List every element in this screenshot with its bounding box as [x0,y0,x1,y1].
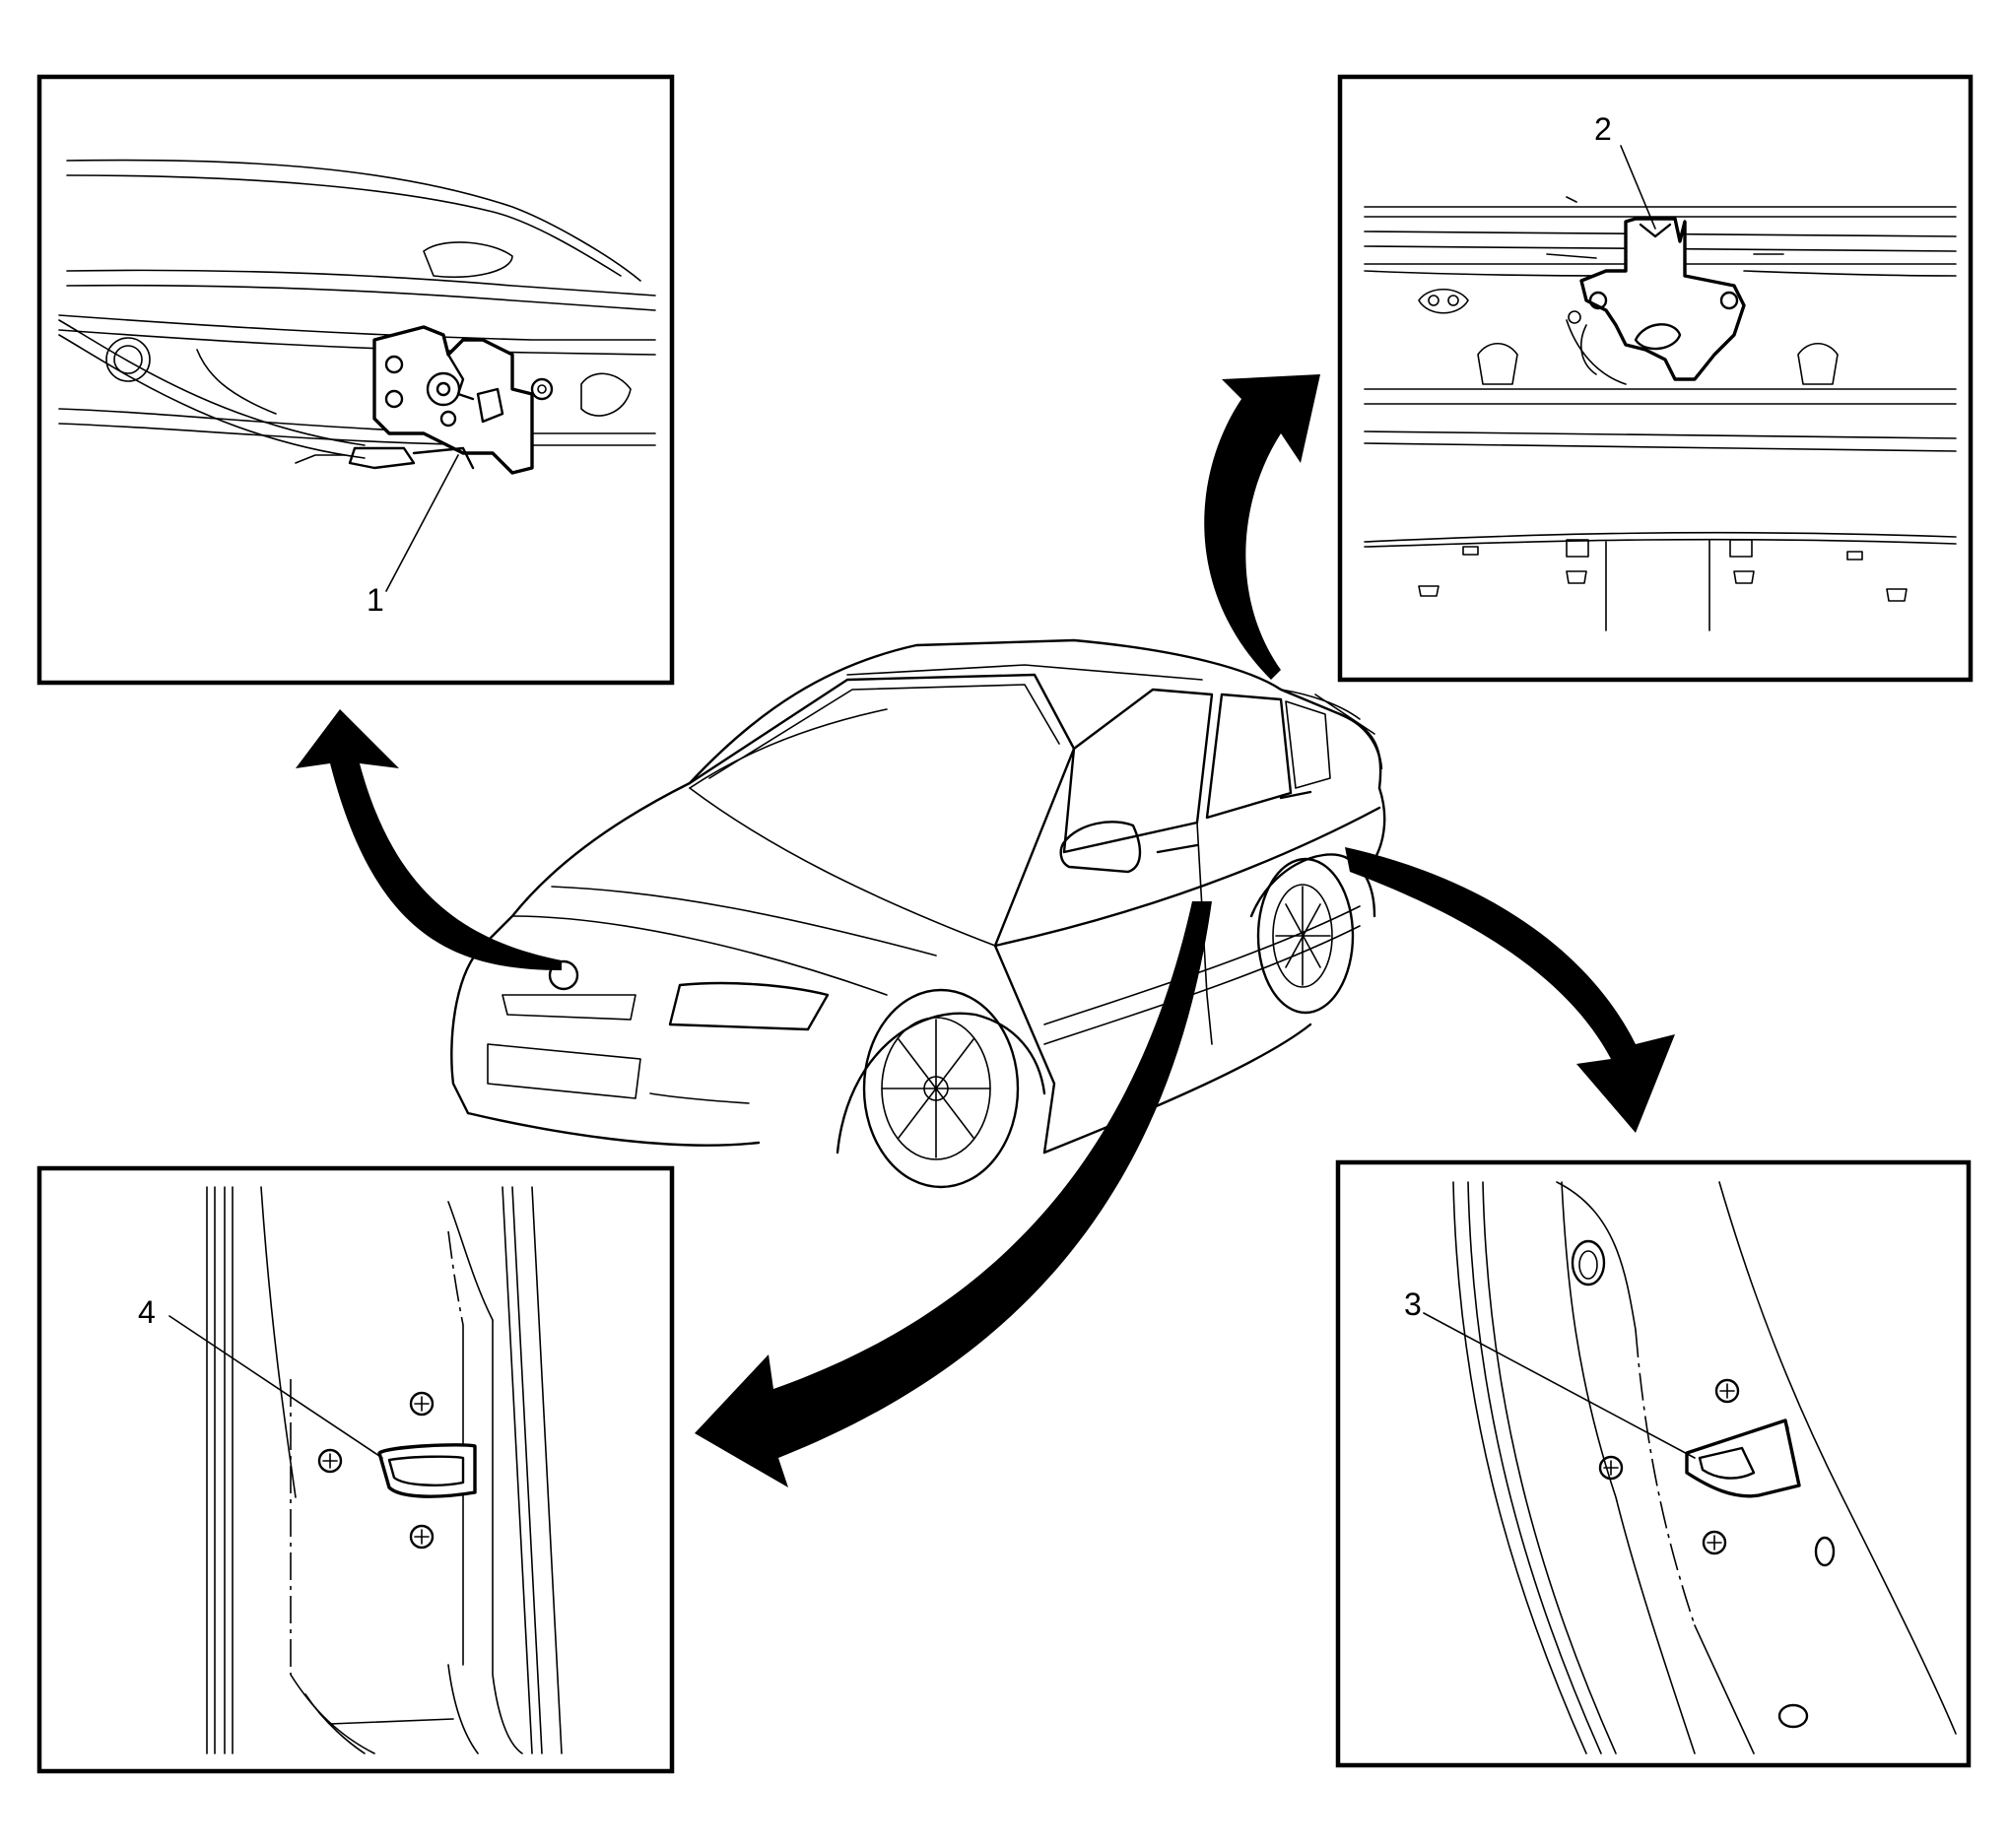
rear-striker-screws [1598,1378,1740,1555]
front-door-striker-inset: 4 [36,1165,675,1774]
vehicle-illustration [450,638,1386,1189]
striker-screws [317,1391,435,1550]
callout-3: 3 [1404,1287,1422,1322]
rear-door-striker-inset: 3 [1335,1159,1972,1768]
callout-1: 1 [367,582,384,618]
trunk-fasteners [1418,539,1908,631]
callout-2: 2 [1594,111,1612,147]
arrow-to-trunk-latch [1204,374,1320,680]
trunk-lid-latch-inset: 2 [1337,74,1974,683]
arrow-to-rear-door-striker [1345,847,1675,1133]
callout-4: 4 [138,1294,156,1330]
arrow-to-hood-latch [296,709,562,970]
hood-latch-inset: 1 [36,74,675,686]
pointer-arrows [296,374,1675,1487]
arrow-to-front-door-striker [695,901,1212,1487]
